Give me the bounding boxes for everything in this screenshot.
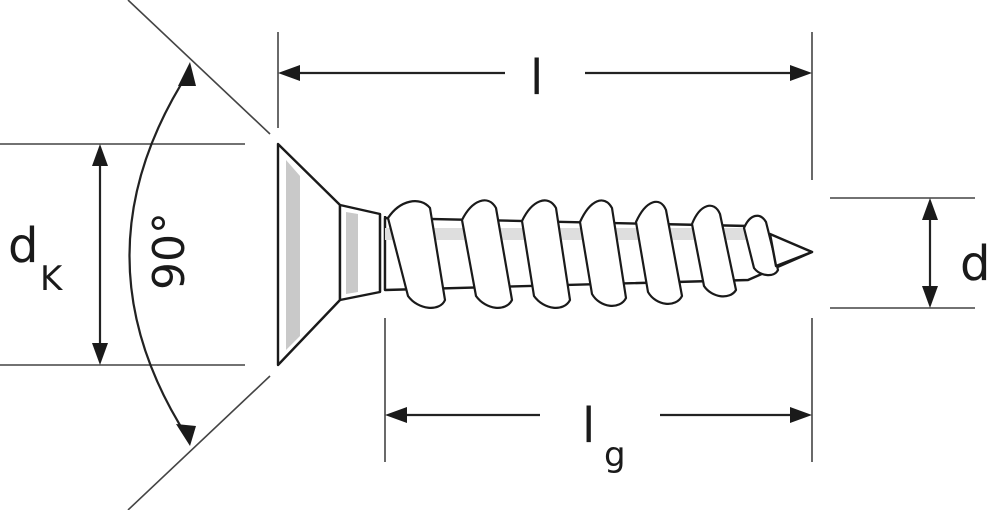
head-angle-label: 90° — [144, 212, 195, 290]
head-diameter-arrow-bottom — [92, 343, 108, 365]
length-arrow-right — [790, 65, 812, 81]
shank-diameter-label: d — [960, 236, 990, 292]
length-label: l — [530, 50, 543, 106]
head-diameter-label: d — [8, 218, 38, 274]
screw-tip — [768, 232, 814, 268]
shank-diameter-arrow-bottom — [922, 286, 938, 308]
angle-arrow-bottom — [176, 424, 196, 446]
angle-arrow-top — [178, 62, 196, 86]
thread-length-label: l — [582, 398, 595, 454]
head-diameter-subscript: K — [40, 259, 64, 299]
thread-length-arrow-left — [385, 407, 407, 423]
angle-guide-lower — [127, 375, 271, 510]
angle-arc — [128, 69, 191, 439]
shank-diameter-arrow-top — [922, 198, 938, 220]
head-diameter-arrow-top — [92, 144, 108, 166]
thread-length-subscript: g — [604, 435, 626, 475]
screw-shank — [383, 199, 814, 309]
screw-threads — [386, 199, 780, 309]
length-arrow-left — [278, 65, 300, 81]
angle-guide-upper — [127, 0, 271, 135]
screw-head — [276, 142, 387, 367]
thread-length-arrow-right — [790, 407, 812, 423]
